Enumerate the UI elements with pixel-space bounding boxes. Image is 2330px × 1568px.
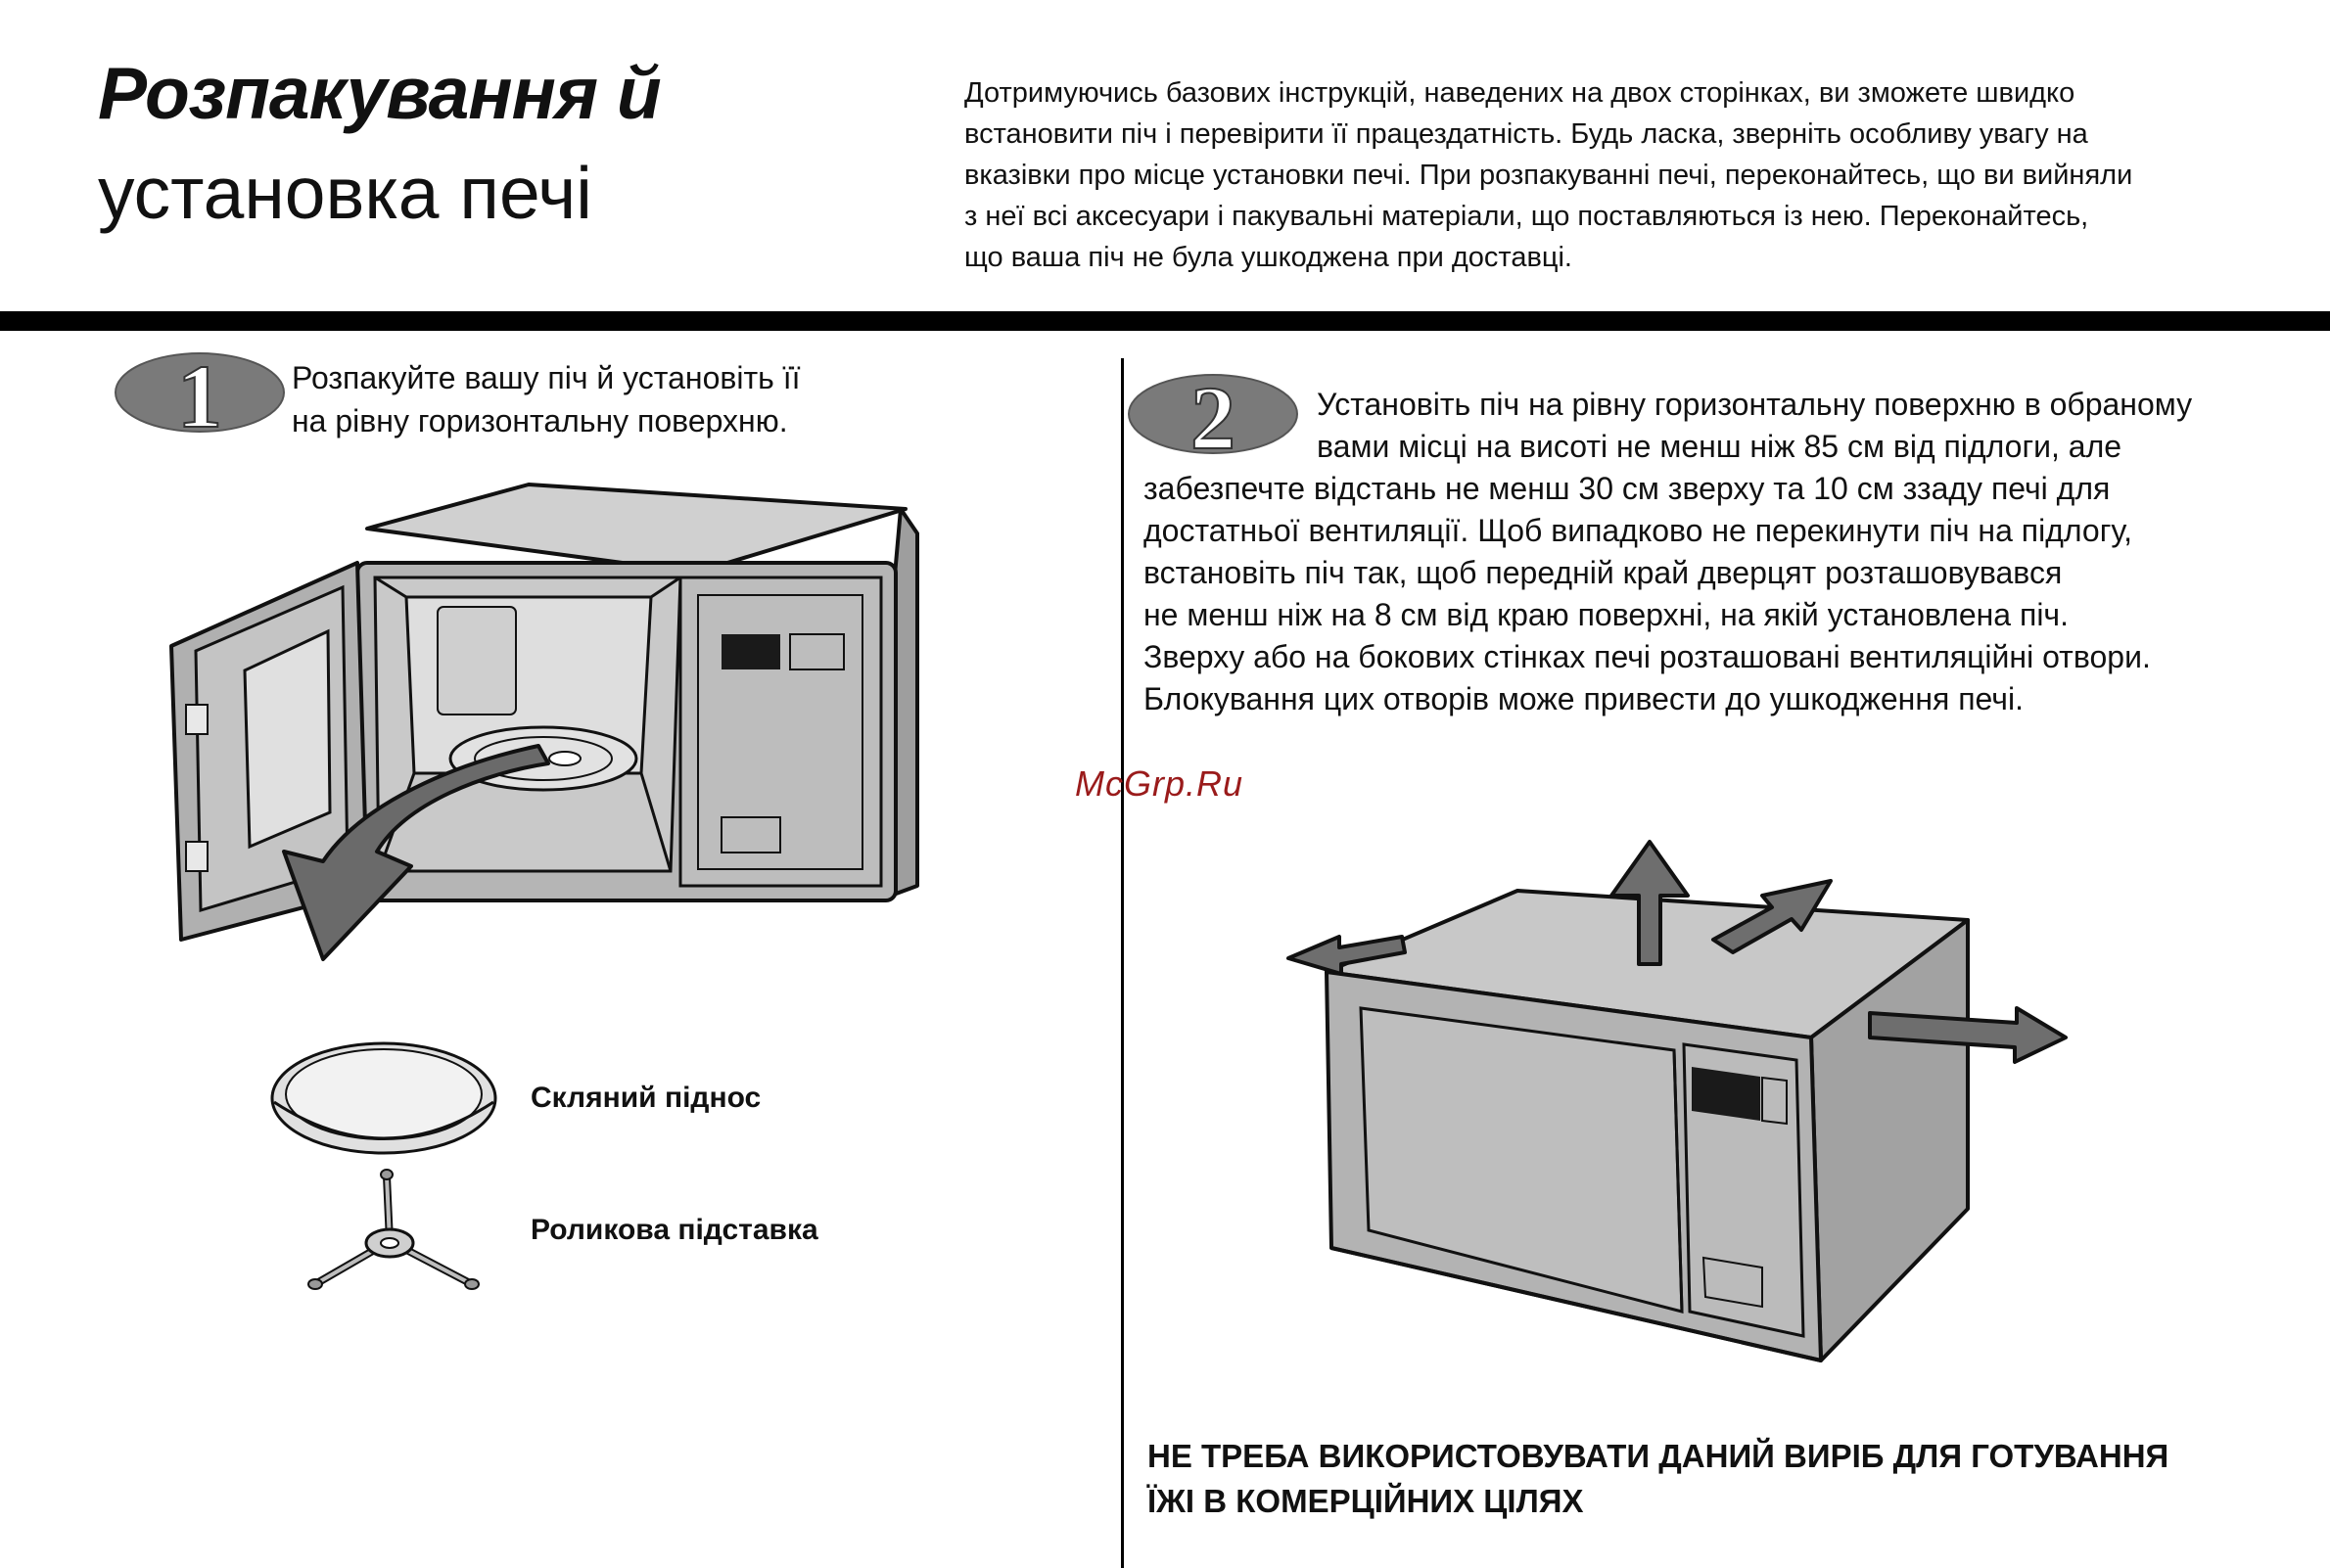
roller-ring-label: Роликова підставка [531, 1214, 818, 1246]
step-1-text: Розпакуйте вашу піч й установіть її на р… [292, 360, 801, 438]
step-2-body-text: забезпечте відстань не менш 30 см зверху… [1143, 471, 2151, 716]
step-2-lead-text: Установіть піч на рівну горизонтальну по… [1317, 387, 2193, 464]
commercial-use-warning: НЕ ТРЕБА ВИКОРИСТОВУВАТИ ДАНИЙ ВИРІБ ДЛЯ… [1147, 1438, 2169, 1519]
step-1-badge: 1 [115, 350, 285, 435]
watermark: McGrp.Ru [1075, 763, 1244, 804]
step-2-badge: 2 [1128, 372, 1298, 456]
roller-ring-illustration [307, 1169, 480, 1290]
closed-oven-clearance-illustration [1286, 840, 2068, 1362]
glass-tray-label: Скляний піднос [531, 1082, 762, 1114]
page-title-line-1: Розпакування й [98, 52, 662, 134]
intro-paragraph: Дотримуючись базових інструкцій, наведен… [964, 77, 2133, 273]
header-divider [0, 311, 2330, 331]
step-2-number: 2 [1190, 372, 1235, 456]
column-divider [1121, 358, 1124, 1568]
open-oven-illustration [169, 483, 919, 961]
page-title-line-2: установка печі [98, 152, 592, 234]
step-1-number: 1 [177, 350, 222, 435]
glass-tray-illustration [270, 1041, 497, 1155]
